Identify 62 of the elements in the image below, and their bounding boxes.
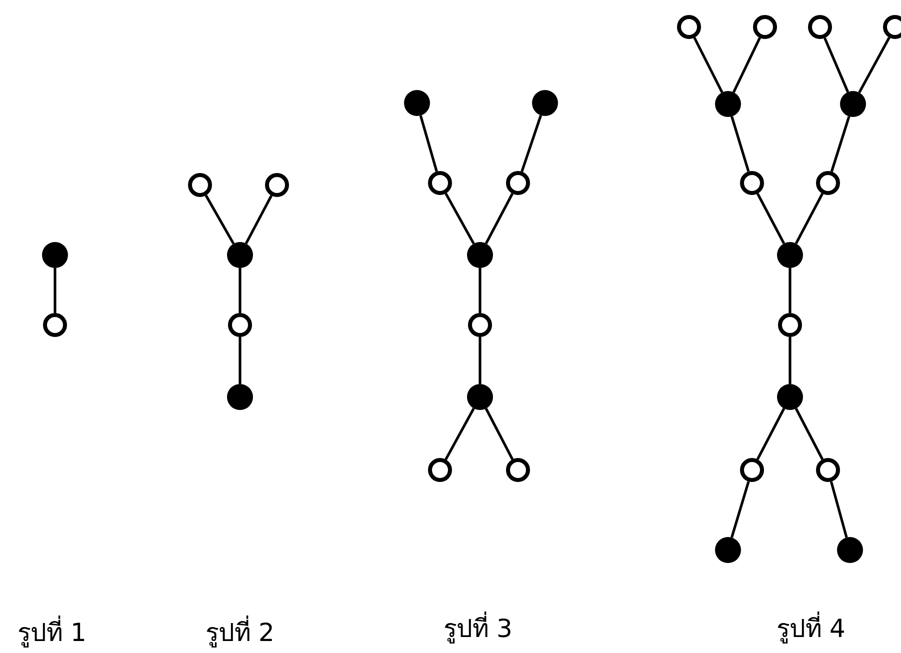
open-circle (808, 15, 832, 39)
connector-line (478, 268, 482, 313)
filled-dot (404, 90, 430, 116)
filled-dot (715, 537, 741, 563)
filled-dot (467, 384, 493, 410)
figure-label: รูปที่ 4 (776, 608, 846, 648)
filled-dot (227, 242, 253, 268)
connector-line (858, 36, 890, 94)
open-circle (753, 15, 777, 39)
figure-label: รูปที่ 2 (206, 612, 274, 652)
connector-line (788, 337, 792, 384)
connector-line (478, 337, 482, 384)
connector-line (238, 268, 242, 313)
filled-dot (715, 91, 741, 117)
open-circle (43, 313, 67, 337)
open-circle (778, 313, 802, 337)
open-circle (468, 313, 492, 337)
open-circle (677, 15, 701, 39)
open-circle (740, 171, 764, 195)
connector-line (693, 37, 724, 93)
open-circle (428, 458, 452, 482)
figure-label: รูปที่ 1 (18, 612, 86, 652)
open-circle (816, 171, 840, 195)
connector-line (444, 408, 475, 460)
filled-dot (42, 242, 68, 268)
connector-line (244, 195, 273, 244)
open-circle (228, 313, 252, 337)
connector-line (484, 193, 514, 244)
connector-line (794, 193, 824, 244)
connector-line (830, 116, 850, 172)
open-circle (188, 173, 212, 197)
open-circle (883, 15, 901, 39)
filled-dot (840, 91, 866, 117)
open-circle (506, 171, 530, 195)
open-circle (816, 458, 840, 482)
connector-line (54, 268, 56, 313)
open-circle (265, 173, 289, 197)
filled-dot (837, 537, 863, 563)
figure-label: รูปที่ 3 (444, 608, 512, 648)
connector-line (756, 408, 786, 460)
connector-line (419, 115, 438, 172)
filled-dot (227, 384, 253, 410)
filled-dot (777, 384, 803, 410)
filled-dot (777, 242, 803, 268)
connector-line (444, 192, 475, 244)
connector-line (730, 116, 750, 172)
filled-dot (467, 242, 493, 268)
connector-line (238, 337, 242, 384)
connector-line (788, 268, 792, 313)
connector-line (794, 408, 824, 460)
open-circle (740, 458, 764, 482)
connector-line (204, 194, 235, 244)
connector-line (732, 37, 761, 93)
connector-line (756, 193, 786, 244)
open-circle (506, 458, 530, 482)
connector-line (824, 38, 850, 93)
filled-dot (532, 90, 558, 116)
connector-line (484, 408, 514, 460)
open-circle (428, 171, 452, 195)
connector-line (830, 481, 848, 538)
connector-line (520, 114, 542, 172)
connector-line (730, 481, 750, 538)
